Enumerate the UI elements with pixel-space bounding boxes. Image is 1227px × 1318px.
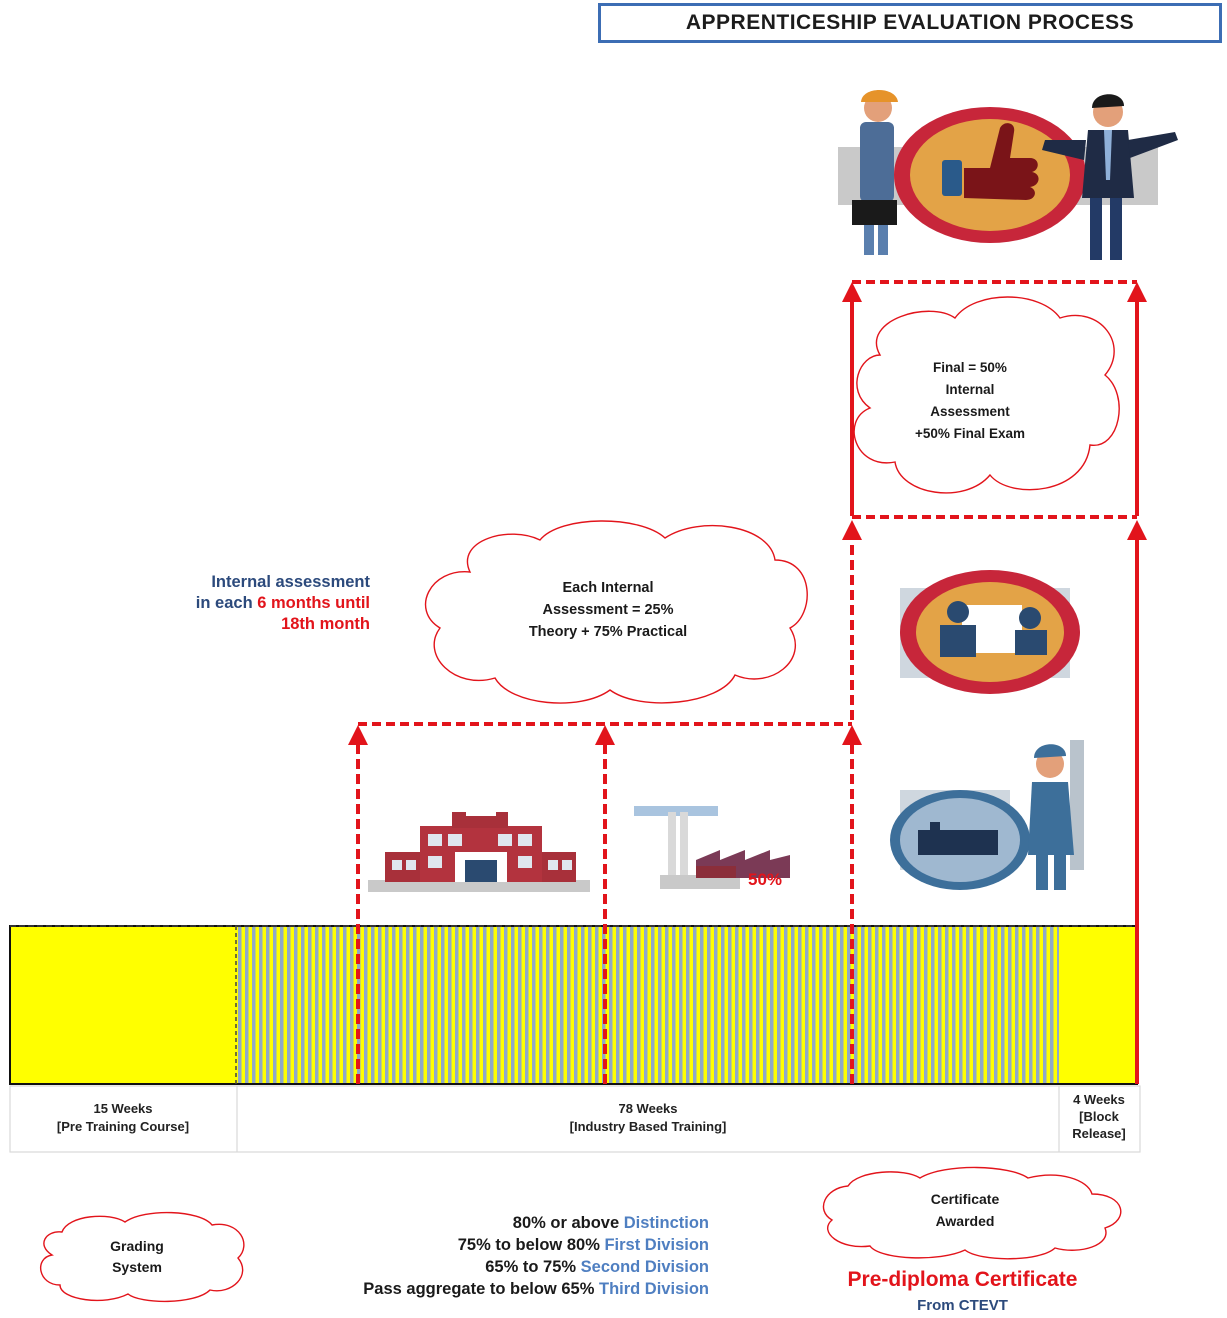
grading-list: 80% or above Distinction 75% to below 80… xyxy=(363,1212,709,1300)
certificate-cloud-text: Certificate Awarded xyxy=(880,1188,1050,1232)
school-building-icon xyxy=(368,810,590,892)
final-cloud-line2: Internal xyxy=(945,382,995,397)
certificate-cloud-line2: Awarded xyxy=(935,1213,995,1229)
factory-icon xyxy=(634,806,790,889)
grade-name: Third Division xyxy=(598,1280,709,1298)
grading-cloud-text: Grading System xyxy=(62,1236,212,1278)
final-cloud-line3: Assessment xyxy=(930,404,1010,419)
grade-range: 75% to below 80% xyxy=(457,1236,600,1254)
grading-cloud-line1: Grading xyxy=(110,1238,164,1254)
block-release-segment xyxy=(1059,926,1137,1084)
grade-range: 80% or above xyxy=(512,1214,620,1232)
internal-assessment-arrows xyxy=(348,722,862,1084)
internal-cloud-line1: Each Internal xyxy=(562,580,654,596)
final-cloud-line1: Final = 50% xyxy=(933,360,1007,375)
grade-range: 65% to 75% xyxy=(485,1258,577,1276)
internal-cloud-shape xyxy=(424,520,808,704)
handshake-thumbs-up-icon xyxy=(838,90,1178,260)
certificate-cloud-shape xyxy=(822,1166,1122,1260)
pre-training-weeks: 15 Weeks xyxy=(93,1101,153,1116)
final-cloud-text: Final = 50% Internal Assessment +50% Fin… xyxy=(885,357,1055,445)
grading-cloud-line2: System xyxy=(112,1259,162,1275)
grade-row: Pass aggregate to below 65% Third Divisi… xyxy=(363,1278,709,1300)
block-release-label: 4 Weeks [Block Release] xyxy=(1059,1092,1139,1143)
grade-row: 65% to 75% Second Division xyxy=(363,1256,709,1278)
grade-range: Pass aggregate to below 65% xyxy=(363,1280,595,1298)
final-cloud-shape xyxy=(853,296,1120,494)
grade-name: First Division xyxy=(604,1236,709,1254)
final-assessment-arrows xyxy=(842,280,1147,1084)
certificate-cloud-line1: Certificate xyxy=(930,1191,1000,1207)
block-release-desc: [Block xyxy=(1079,1108,1119,1124)
timeline-bar xyxy=(9,925,1138,1085)
note-line2a: in each xyxy=(195,594,258,613)
grade-row: 80% or above Distinction xyxy=(363,1212,709,1234)
timeline-table xyxy=(9,1085,1141,1153)
internal-assessment-note: Internal assessment in each 6 months unt… xyxy=(120,572,370,635)
certificate-issuer: From CTEVT xyxy=(917,1297,1008,1314)
note-line3: 18th month xyxy=(281,615,370,634)
page-title: APPRENTICESHIP EVALUATION PROCESS xyxy=(598,3,1222,43)
industry-training-weeks: 78 Weeks xyxy=(618,1101,678,1116)
grade-row: 75% to below 80% First Division xyxy=(363,1234,709,1256)
pre-training-desc: [Pre Training Course] xyxy=(56,1118,190,1134)
grade-name: Second Division xyxy=(580,1258,709,1276)
internal-cloud-line3: Theory + 75% Practical xyxy=(528,624,688,640)
internal-cloud-line2: Assessment = 25% xyxy=(542,602,674,618)
industry-training-label: 78 Weeks [Industry Based Training] xyxy=(237,1100,1059,1135)
note-line1: Internal assessment xyxy=(211,573,370,591)
note-line2b: 6 months until xyxy=(257,594,370,613)
pre-training-segment xyxy=(10,926,236,1084)
factory-percentage-label: 50% xyxy=(748,870,783,889)
industry-training-segment xyxy=(236,926,1059,1084)
pre-training-label: 15 Weeks [Pre Training Course] xyxy=(10,1100,236,1135)
training-session-icon xyxy=(900,570,1080,694)
industry-training-desc: [Industry Based Training] xyxy=(569,1118,727,1134)
certificate-title: Pre-diploma Certificate xyxy=(847,1268,1078,1291)
block-release-desc2: Release] xyxy=(1072,1125,1126,1141)
grade-name: Distinction xyxy=(623,1214,709,1232)
factory-worker-icon xyxy=(890,740,1084,890)
internal-cloud-text: Each Internal Assessment = 25% Theory + … xyxy=(478,577,738,643)
grading-cloud-shape xyxy=(39,1211,245,1303)
block-release-weeks: 4 Weeks xyxy=(1073,1092,1125,1107)
final-cloud-line4: +50% Final Exam xyxy=(915,426,1025,441)
